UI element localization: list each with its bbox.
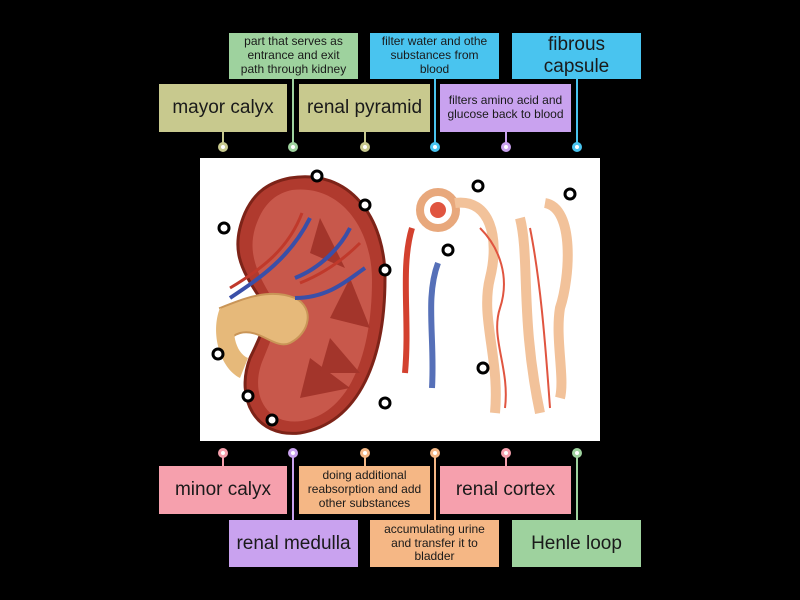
kidney-diagram-image: [200, 158, 600, 441]
label-minor-calyx[interactable]: minor calyx: [159, 466, 287, 514]
stem: [222, 456, 224, 466]
stem: [434, 456, 436, 520]
label-renal-pyramid[interactable]: renal pyramid: [299, 84, 430, 132]
stem: [576, 79, 578, 144]
stem: [364, 456, 366, 466]
anchor-pin: [430, 142, 440, 152]
label-renal-cortex[interactable]: renal cortex: [440, 466, 571, 514]
label-henle-loop[interactable]: Henle loop: [512, 520, 641, 567]
anchor-pin: [572, 142, 582, 152]
stem: [292, 79, 294, 144]
stem: [292, 456, 294, 520]
stem: [576, 456, 578, 520]
label-renal-medulla[interactable]: renal medulla: [229, 520, 358, 567]
label-accumulating-urine[interactable]: accumulating urine and transfer it to bl…: [370, 520, 499, 567]
label-filter-water[interactable]: filter water and othe substances from bl…: [370, 33, 499, 79]
label-mayor-calyx[interactable]: mayor calyx: [159, 84, 287, 132]
stem: [364, 132, 366, 144]
anchor-pin: [501, 142, 511, 152]
anchor-pin: [360, 142, 370, 152]
anchor-pin: [218, 142, 228, 152]
stem: [434, 79, 436, 144]
kidney-illustration: [211, 169, 577, 435]
label-entrance-exit[interactable]: part that serves as entrance and exit pa…: [229, 33, 358, 79]
label-filters-amino[interactable]: filters amino acid and glucose back to b…: [440, 84, 571, 132]
stem: [222, 132, 224, 144]
anchor-pin: [288, 142, 298, 152]
label-fibrous-capsule[interactable]: fibrous capsule: [512, 33, 641, 79]
stem: [505, 456, 507, 466]
stem: [505, 132, 507, 144]
label-additional-reabsorption[interactable]: doing additional reabsorption and add ot…: [299, 466, 430, 514]
